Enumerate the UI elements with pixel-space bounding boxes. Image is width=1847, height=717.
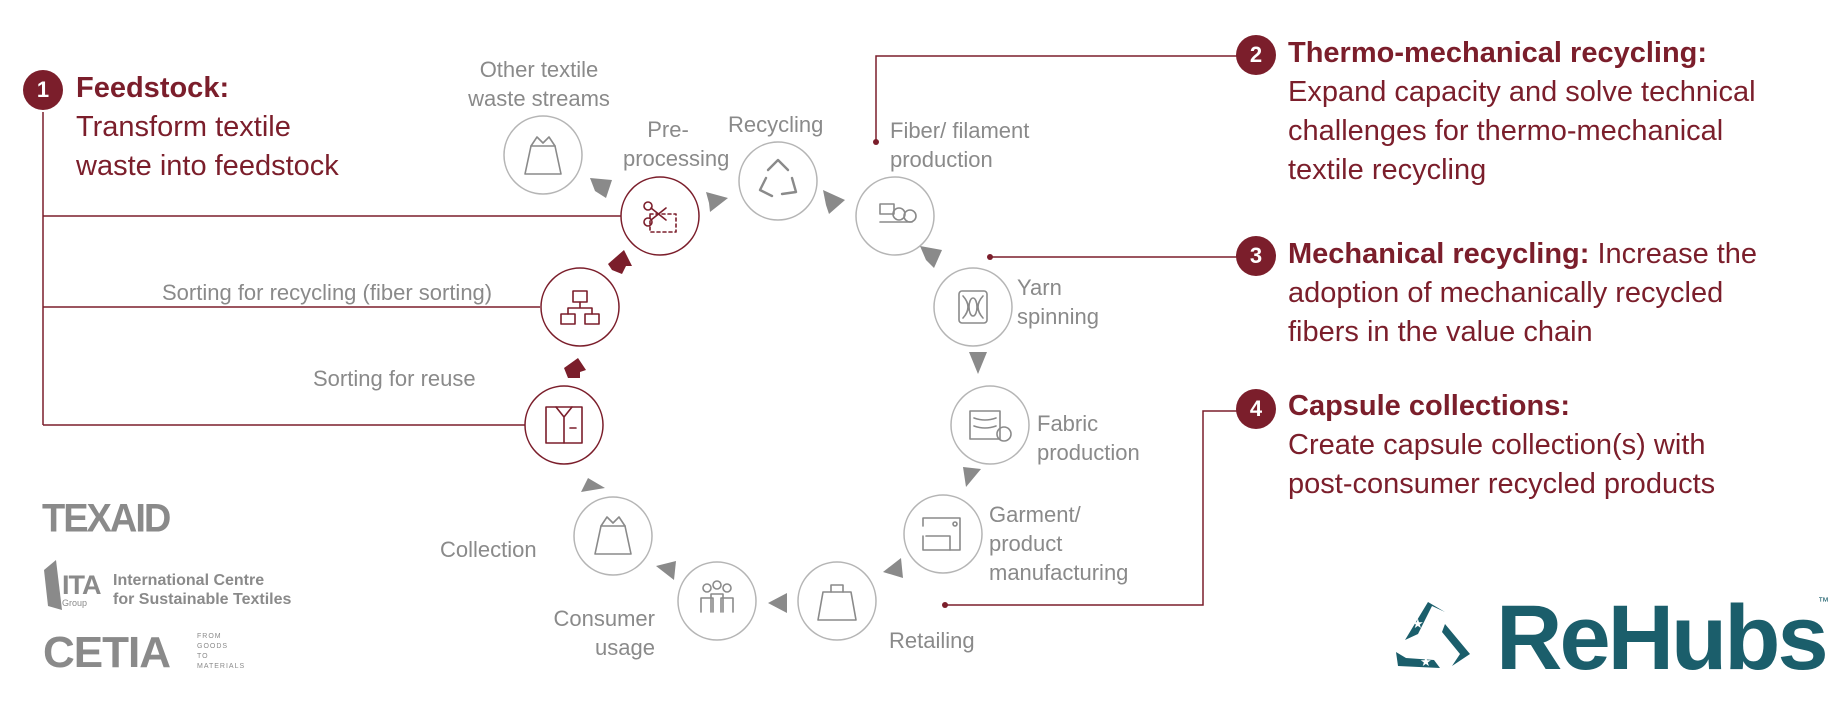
thermo-connector xyxy=(875,55,1243,142)
cetia-tagline: FROM GOODS TO MATERIALS xyxy=(197,633,246,670)
texaid-logo: TEXAID xyxy=(42,496,171,542)
rehubs-logo: ReHubs xyxy=(1496,587,1829,689)
callout-mechanical: Mechanical recycling: Increase the adopt… xyxy=(1288,235,1757,352)
arrow-consumer-to-collection xyxy=(656,561,676,580)
collection-node xyxy=(573,496,653,576)
label-yarn: Yarn spinning xyxy=(1017,275,1099,329)
rehubs-recycle-logo: ★ ★ ★ xyxy=(1396,602,1470,669)
capsule-connector-dot xyxy=(942,602,948,608)
collection-bag-icon xyxy=(594,516,632,555)
fiber-production-node xyxy=(855,176,935,256)
yarn-bobbin-icon xyxy=(958,290,988,324)
arrow-retail-to-consumer xyxy=(768,593,787,613)
recycling-node xyxy=(738,141,818,221)
callout-2-number: 2 xyxy=(1236,35,1276,75)
callout-mechanical-body: Increase the adoption of mechanically re… xyxy=(1288,238,1758,348)
shirt-box-icon xyxy=(545,406,583,444)
mechanical-connector-dot xyxy=(987,254,993,260)
label-preprocessing: Pre- processing xyxy=(623,117,730,171)
ita-logo-group: Group xyxy=(62,598,88,608)
callout-feedstock-title: Feedstock: xyxy=(76,72,230,104)
arrow-yarn-to-fabric xyxy=(969,352,987,374)
callout-thermo-title: Thermo-mechanical recycling: xyxy=(1288,37,1708,69)
label-other-waste: Other textile waste streams xyxy=(468,57,610,111)
filament-spool-icon xyxy=(879,203,917,223)
fabric-roll-icon xyxy=(969,410,1012,442)
garment-node xyxy=(903,494,983,574)
sorting-hierarchy-icon xyxy=(560,290,600,325)
scissors-icon xyxy=(643,201,677,233)
cetia-logo: CETIA xyxy=(43,628,171,677)
waste-bag-icon xyxy=(524,136,562,175)
callout-feedstock: Feedstock: Transform textile waste into … xyxy=(76,69,339,186)
arrow-fiber-to-yarn xyxy=(920,246,942,268)
ita-logo-mark xyxy=(44,560,62,610)
svg-text:★: ★ xyxy=(1420,654,1432,669)
feedstock-connectors xyxy=(42,112,622,426)
rehubs-trademark: ™ xyxy=(1818,596,1829,608)
callout-1-number: 1 xyxy=(23,70,63,110)
label-sorting-recycling: Sorting for recycling (fiber sorting) xyxy=(162,280,493,305)
label-fiber-production: Fiber/ filament production xyxy=(890,118,1030,172)
arrow-collection-to-reuse xyxy=(581,478,605,492)
ita-logo-name: International Centre for Sustainable Tex… xyxy=(113,572,292,608)
retailing-node xyxy=(797,561,877,641)
arrow-sorting-to-preprocess xyxy=(608,250,632,274)
fabric-node xyxy=(950,385,1030,465)
svg-text:★: ★ xyxy=(1440,606,1452,621)
arrow-garment-to-retail xyxy=(883,558,903,578)
ita-logo-abbr: ITA xyxy=(62,570,101,600)
consumer-node xyxy=(677,561,757,641)
callout-3-number: 3 xyxy=(1236,236,1276,276)
callout-4-number: 4 xyxy=(1236,389,1276,429)
arrow-waste-to-preprocess xyxy=(590,178,612,198)
shopping-bag-icon xyxy=(817,584,857,621)
arrow-preprocess-to-recycling xyxy=(706,192,728,212)
label-consumer: Consumer usage xyxy=(553,606,655,660)
label-garment: Garment/ product manufacturing xyxy=(989,502,1129,585)
label-retailing: Retailing xyxy=(889,628,975,653)
callout-capsule-body: Create capsule collection(s) with post-c… xyxy=(1288,429,1716,500)
label-recycling: Recycling xyxy=(728,112,824,137)
arrow-reuse-to-sorting xyxy=(564,358,586,378)
callout-thermo-body: Expand capacity and solve technical chal… xyxy=(1288,76,1756,186)
thermo-connector-dot xyxy=(873,139,879,145)
label-collection: Collection xyxy=(440,537,537,562)
label-fabric: Fabric production xyxy=(1037,411,1140,465)
callout-capsule-title: Capsule collections: xyxy=(1288,390,1571,422)
people-icon xyxy=(700,580,734,613)
label-sorting-reuse: Sorting for reuse xyxy=(313,366,476,391)
callout-feedstock-body: Transform textile waste into feedstock xyxy=(76,111,339,182)
capsule-connector xyxy=(945,410,1243,606)
sewing-machine-icon xyxy=(922,517,961,551)
arrow-fabric-to-garment xyxy=(963,467,981,487)
recycle-icon xyxy=(758,158,798,198)
yarn-node xyxy=(933,267,1013,347)
other-waste-node xyxy=(503,115,583,195)
svg-text:★: ★ xyxy=(1412,616,1424,631)
callout-thermo: Thermo-mechanical recycling: Expand capa… xyxy=(1288,34,1756,190)
callout-mechanical-title: Mechanical recycling: xyxy=(1288,238,1590,270)
callout-capsule: Capsule collections: Create capsule coll… xyxy=(1288,387,1715,504)
arrow-recycling-to-fiber xyxy=(823,190,845,214)
